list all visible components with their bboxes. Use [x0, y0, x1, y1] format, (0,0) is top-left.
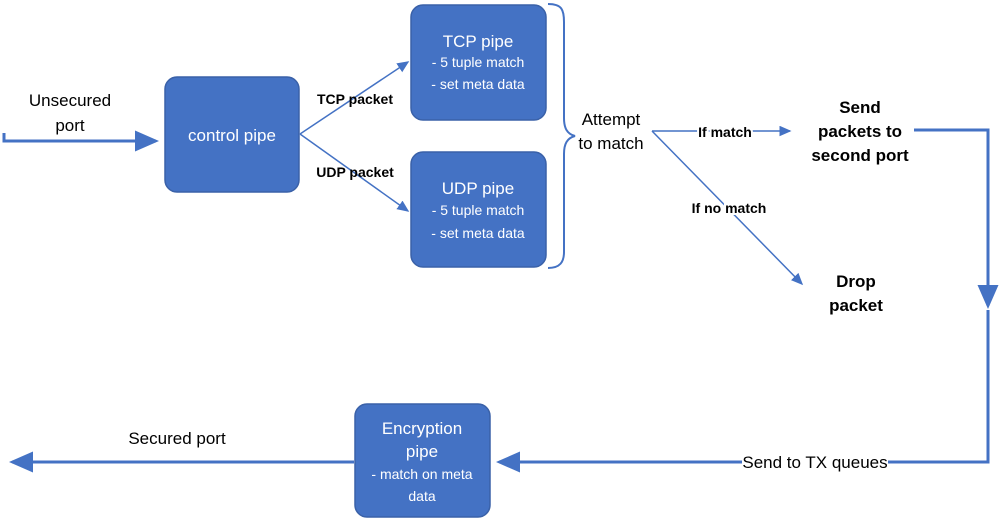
encryption-line-1: - match on meta	[371, 466, 472, 482]
tcp-packet-label: TCP packet	[317, 91, 393, 107]
tcp-pipe-line-2: - set meta data	[431, 76, 525, 92]
udp-pipe-line-1: - 5 tuple match	[432, 202, 525, 218]
unsecured-port-line-1: Unsecured	[29, 91, 111, 110]
control-pipe-title: control pipe	[188, 126, 276, 145]
tcp-pipe-line-1: - 5 tuple match	[432, 54, 525, 70]
unsecured-port-label: Unsecured port	[29, 91, 111, 135]
arrow-send-down	[914, 128, 999, 309]
udp-packet-label: UDP packet	[316, 164, 394, 180]
attempt-to-match-label: Attempt to match	[578, 110, 643, 153]
send-line-2: packets to	[818, 122, 902, 141]
arrow-control-to-tcp	[299, 61, 410, 135]
encryption-line-2: data	[408, 488, 435, 504]
encryption-pipe-box: Encryption pipe - match on meta data	[354, 403, 491, 518]
control-pipe-box: control pipe	[164, 76, 300, 193]
encryption-title-1: Encryption	[382, 419, 462, 438]
tcp-pipe-title: TCP pipe	[443, 32, 514, 51]
arrow-if-no-match	[651, 130, 804, 286]
send-second-port-label: Send packets to second port	[811, 98, 909, 165]
send-line-3: second port	[811, 146, 909, 165]
udp-pipe-title: UDP pipe	[442, 179, 514, 198]
udp-pipe-line-2: - set meta data	[431, 225, 525, 241]
drop-line-1: Drop	[836, 272, 876, 291]
arrow-input-to-control	[2, 130, 159, 152]
unsecured-port-line-2: port	[55, 116, 85, 135]
udp-pipe-box: UDP pipe - 5 tuple match - set meta data	[410, 151, 547, 268]
drop-line-2: packet	[829, 296, 883, 315]
if-no-match-label: If no match	[692, 200, 767, 216]
secured-port-label: Secured port	[128, 429, 226, 448]
if-match-label: If match	[698, 124, 752, 140]
send-to-tx-label: Send to TX queues	[742, 453, 887, 472]
attempt-line-1: Attempt	[582, 110, 641, 129]
curly-brace	[547, 3, 576, 269]
tcp-pipe-box: TCP pipe - 5 tuple match - set meta data	[410, 4, 547, 121]
attempt-line-2: to match	[578, 134, 643, 153]
arrow-control-to-udp	[299, 133, 410, 212]
send-line-1: Send	[839, 98, 881, 117]
encryption-title-2: pipe	[406, 442, 438, 461]
arrow-return-line	[888, 310, 990, 464]
drop-packet-label: Drop packet	[829, 272, 883, 315]
